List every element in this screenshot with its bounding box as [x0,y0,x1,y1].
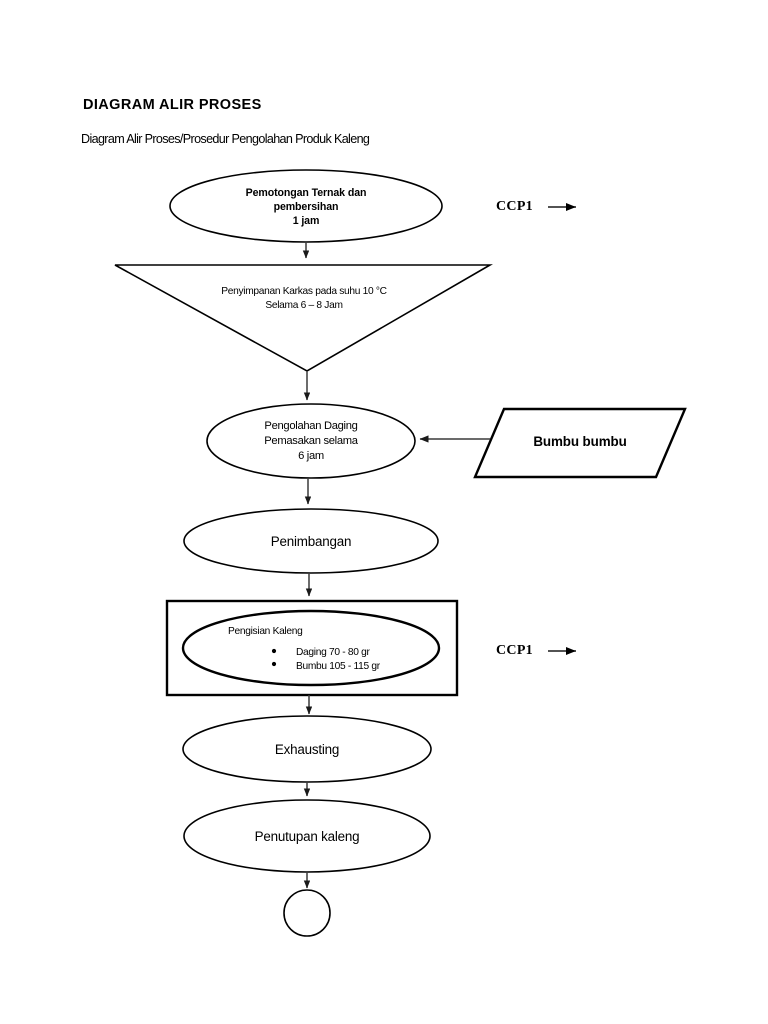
ccp1-label-pengisian: CCP1 [496,643,533,658]
node-pemotongan-line-3: 1 jam [293,215,320,227]
node-penyimpanan-karkas[interactable] [114,264,493,372]
node-pengisian-bullet-2: Bumbu 105 - 115 gr [296,661,381,672]
node-pengolahan-line-3: 6 jam [298,450,324,462]
node-pengisian-heading: Pengisian Kaleng [228,626,303,637]
node-penutupan-label: Penutupan kaleng [255,829,360,844]
node-penimbangan[interactable] [183,508,439,574]
bullet-dot-icon [271,648,277,654]
node-pengolahan-line-2: Pemasakan selama [264,435,359,447]
node-pengolahan-line-1: Pengolahan Daging [264,420,357,432]
node-exhausting-label: Exhausting [275,742,339,757]
node-pemotongan-line-1: Pemotongan Ternak dan [246,187,367,199]
node-pengolahan-daging[interactable] [206,403,416,479]
page-subtitle: Diagram Alir Proses/Prosedur Pengolahan … [81,132,370,146]
ccp1-label-pemotongan: CCP1 [496,199,533,214]
node-penimbangan-label: Penimbangan [271,534,351,549]
node-pemotongan-line-2: pembersihan [274,201,339,213]
node-penyimpanan-line-1: Penyimpanan Karkas pada suhu 10 °C [221,286,386,297]
node-bumbu-label: Bumbu bumbu [533,434,626,449]
bullet-dot-icon [271,661,277,667]
node-penyimpanan-line-2: Selama 6 – 8 Jam [265,300,342,311]
node-pengisian-bullet-1: Daging 70 - 80 gr [296,647,371,658]
node-bumbu-bumbu[interactable] [473,407,687,479]
node-pengisian-kaleng[interactable] [181,609,441,687]
node-terminator[interactable] [283,889,331,937]
page-title: DIAGRAM ALIR PROSES [83,97,262,113]
